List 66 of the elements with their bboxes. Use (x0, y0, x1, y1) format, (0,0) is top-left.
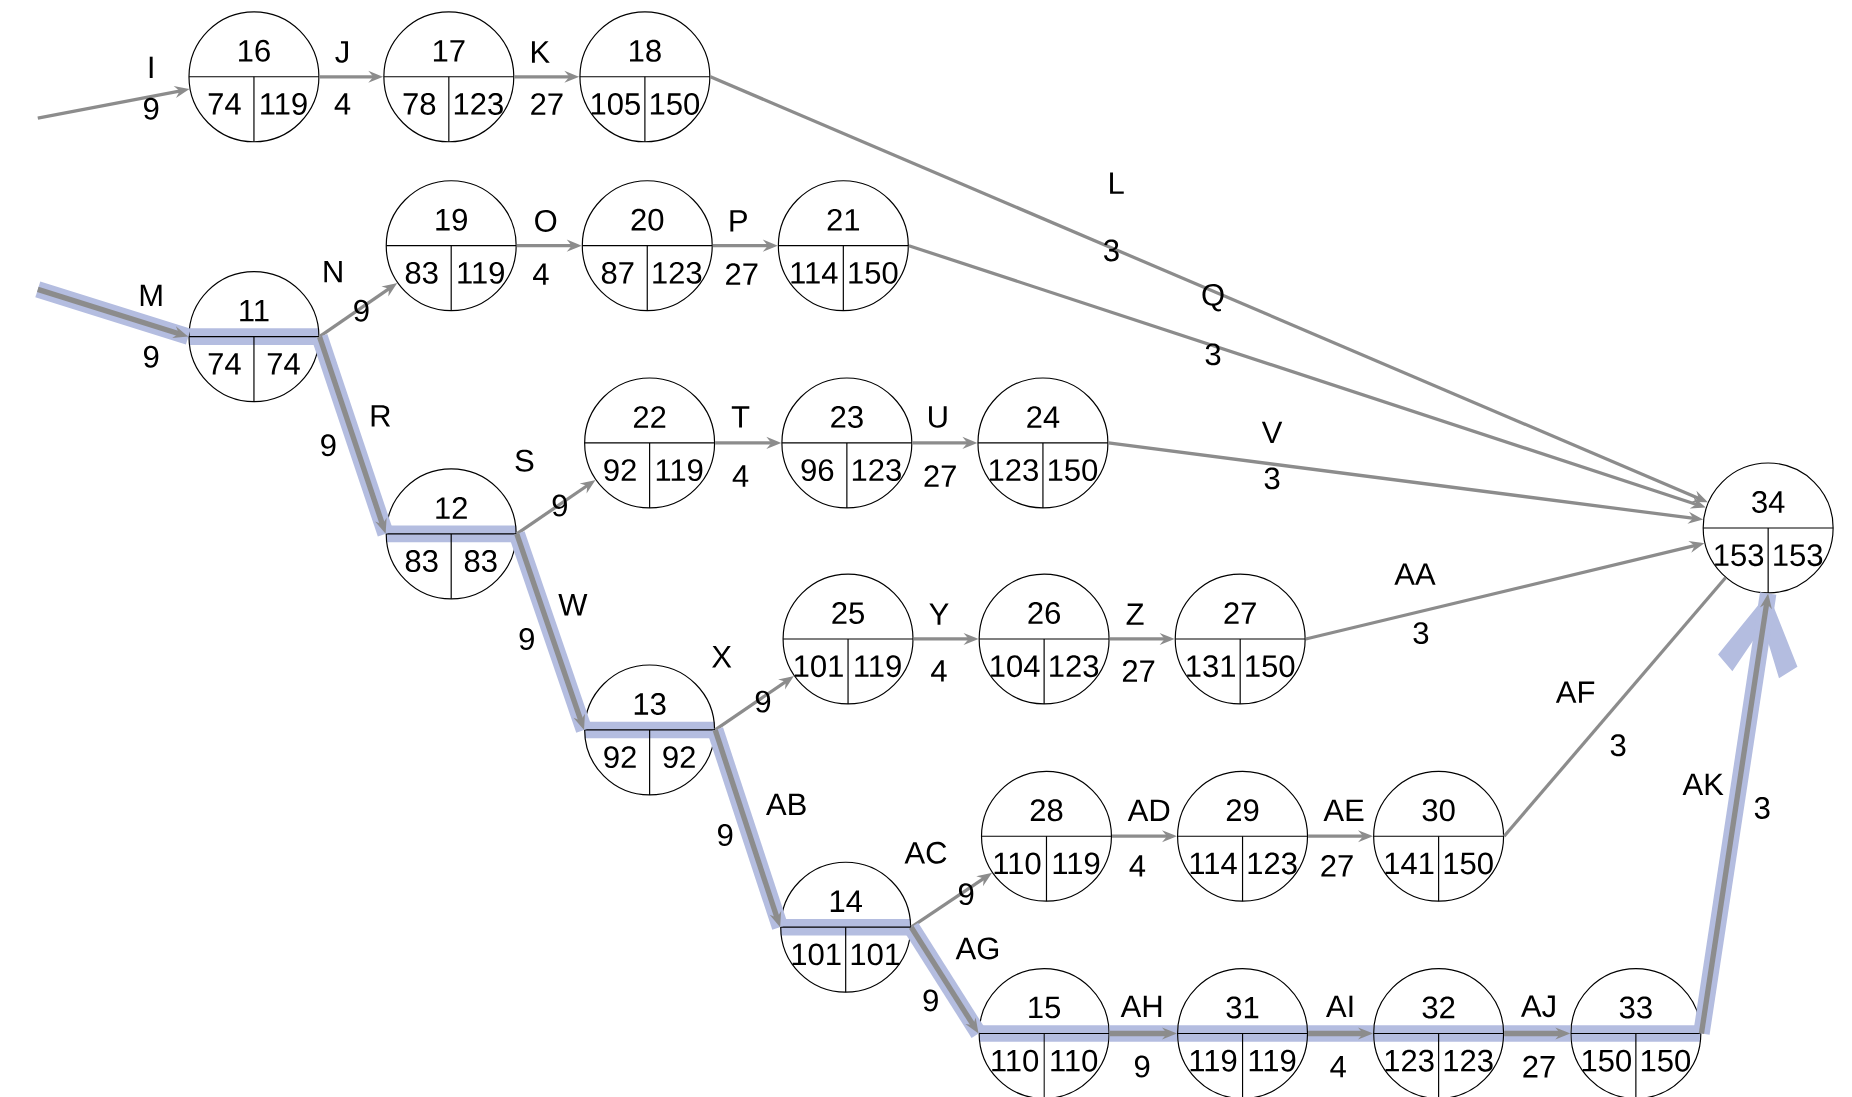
duration-label: 4 (334, 93, 351, 115)
arrow (707, 727, 788, 930)
duration-label: 4 (931, 660, 947, 682)
edge-label: L (1110, 172, 1124, 194)
edge-label: AJ (1520, 995, 1555, 1018)
edge-label: W (558, 594, 588, 616)
duration-label: 9 (718, 824, 733, 846)
duration-label: 9 (552, 494, 567, 517)
duration-label: 27 (531, 93, 563, 115)
edge-label: U (929, 406, 947, 428)
duration-label: 9 (519, 627, 534, 650)
duration-label: 27 (1321, 854, 1353, 877)
duration-label: 3 (1264, 467, 1280, 490)
duration-label: 3 (1413, 622, 1429, 644)
edge-label: AH (1120, 995, 1162, 1017)
edge-label: K (532, 41, 550, 63)
duration-label: 4 (732, 465, 749, 487)
edge-label: R (371, 405, 391, 427)
duration-label: 3 (1610, 734, 1626, 757)
edge-label: AE (1323, 799, 1364, 821)
edge-label: P (730, 210, 747, 232)
edge-label: I (149, 56, 153, 78)
arrow (35, 281, 191, 345)
arrow (904, 922, 986, 1038)
arrow (508, 531, 592, 733)
duration-label: 27 (726, 263, 758, 285)
duration-label: 4 (1330, 1055, 1346, 1078)
edge-label: V (1261, 421, 1283, 443)
duration-label: 9 (321, 434, 336, 457)
duration-label: 27 (924, 465, 956, 487)
edge-label: AB (766, 793, 806, 815)
arrow (311, 333, 394, 537)
edge-label: O (535, 209, 557, 232)
arrow (1109, 1025, 1177, 1042)
edge-label: AF (1555, 681, 1595, 703)
duration-label: 3 (1104, 239, 1119, 262)
duration-label: 9 (923, 989, 938, 1012)
duration-label: 27 (1523, 1055, 1555, 1078)
duration-label: 9 (144, 97, 159, 120)
duration-label: 3 (1205, 343, 1221, 366)
duration-label: 4 (533, 263, 549, 285)
duration-label: 9 (1134, 1055, 1150, 1078)
edge-label: Q (1202, 283, 1224, 312)
arrow (1693, 592, 1777, 1035)
duration-label: 9 (959, 883, 974, 905)
arrow (1504, 1025, 1571, 1042)
edge-label: M (140, 284, 162, 306)
duration-label: 9 (755, 690, 771, 713)
duration-label: 4 (1129, 855, 1146, 877)
duration-label: 27 (1122, 659, 1155, 682)
edge-label: AC (904, 841, 947, 864)
edge-label: N (324, 260, 342, 283)
edge-label: AA (1394, 563, 1436, 585)
duration-label: 9 (354, 299, 369, 322)
edge-label: AG (955, 937, 999, 960)
arrow (1308, 1025, 1374, 1042)
duration-label: 3 (1754, 796, 1770, 819)
edge-label: Y (929, 603, 949, 625)
edge-label: S (515, 449, 534, 472)
duration-label: 9 (144, 345, 159, 368)
edge-label: Z (1126, 603, 1144, 625)
edge-label: T (731, 406, 750, 428)
edge-label: AI (1326, 995, 1353, 1017)
edge-label: J (335, 41, 348, 63)
edge-label: AK (1682, 773, 1724, 795)
edge-label: AD (1127, 799, 1170, 821)
